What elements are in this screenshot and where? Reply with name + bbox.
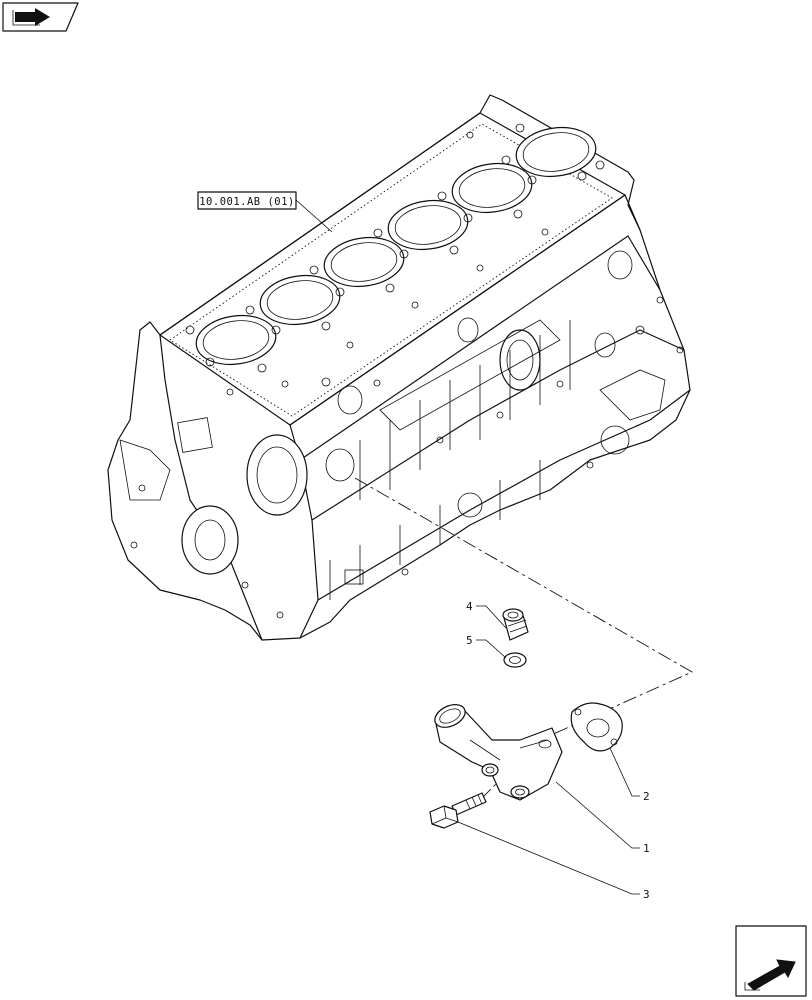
callout-5: 5 <box>466 634 473 647</box>
book-arrow-icon[interactable] <box>2 2 79 32</box>
elbow-fitting-part <box>434 704 563 801</box>
reference-tag[interactable]: 10.001.AB (01) <box>197 191 333 233</box>
callout-3: 3 <box>643 888 650 901</box>
plug-part <box>502 608 529 641</box>
next-page-arrow-icon[interactable] <box>735 925 807 997</box>
callout-2: 2 <box>643 790 650 803</box>
callout-labels: 4 5 2 1 3 <box>466 600 650 901</box>
engine-block <box>107 94 691 641</box>
callout-1: 1 <box>643 842 650 855</box>
bolt-part <box>429 792 487 829</box>
gasket-part <box>570 702 623 752</box>
callout-4: 4 <box>466 600 473 613</box>
reference-label: 10.001.AB (01) <box>199 196 295 208</box>
washer-part <box>503 652 527 668</box>
leader-lines <box>457 605 640 895</box>
